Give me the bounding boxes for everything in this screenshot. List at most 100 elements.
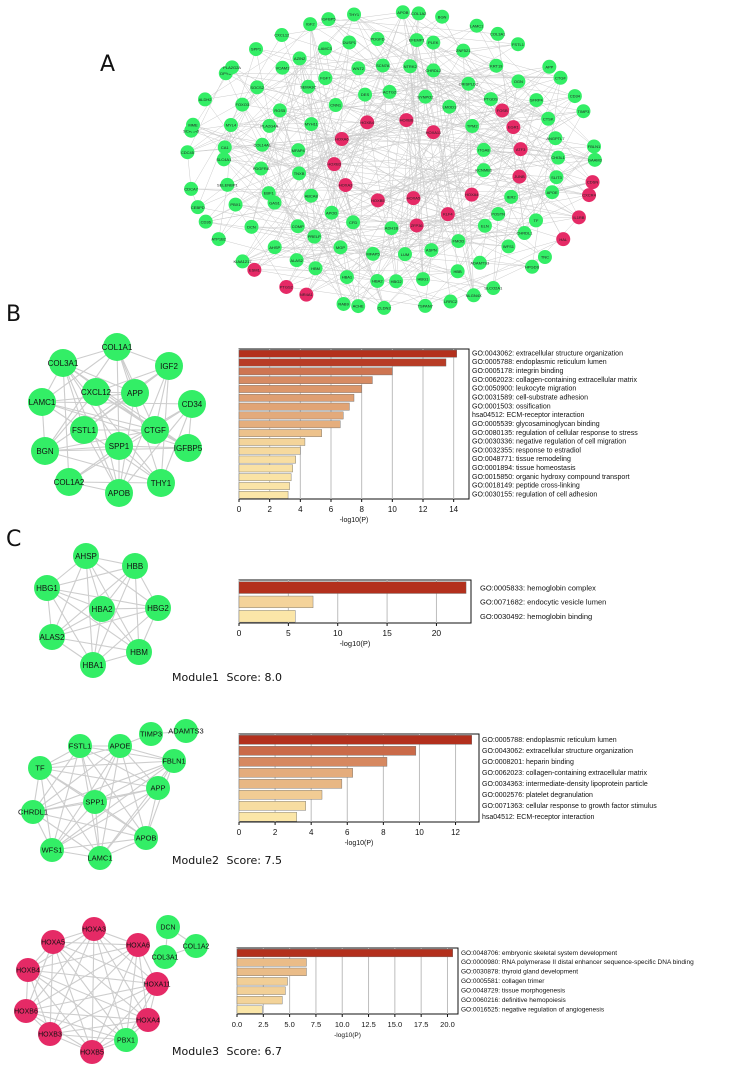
module3-bar-3 — [236, 967, 307, 976]
network-edge — [255, 48, 525, 234]
network-edge — [224, 147, 374, 255]
network-edge — [39, 745, 121, 769]
network-edge — [95, 391, 120, 494]
network-edge — [231, 67, 378, 282]
network-edge — [44, 447, 189, 452]
network-edge — [520, 149, 537, 221]
network-node-hoxa11: HOXA11 — [426, 125, 442, 140]
network-node-gas1: GAS1 — [267, 195, 282, 210]
network-edge — [483, 110, 584, 171]
network-edge — [255, 48, 575, 97]
network-node-kcnmb1: KCNMB1 — [475, 163, 493, 178]
network-edge — [230, 122, 368, 126]
node-circle — [34, 575, 60, 601]
node-label: ADAMTS3 — [168, 727, 203, 736]
network-edge — [416, 40, 474, 296]
node-label: COL3A1 — [48, 359, 79, 368]
node-label: TNXB — [294, 171, 305, 176]
network-edge — [377, 148, 521, 201]
network-edge — [191, 96, 426, 131]
network-edge — [493, 213, 499, 289]
network-edge — [116, 346, 170, 367]
module3-tick-label: 20.0 — [440, 1020, 455, 1029]
network-node-tf: TF — [529, 213, 544, 228]
network-edge — [457, 99, 537, 272]
node-label: PLEK — [428, 40, 439, 45]
network-edge — [41, 362, 64, 403]
network-edge — [41, 401, 193, 405]
network-edge — [137, 944, 158, 985]
network-node-igf2: IGF2 — [155, 352, 183, 380]
node-circle — [321, 12, 336, 27]
node-circle — [139, 722, 163, 746]
node-label: FOXO3 — [236, 102, 250, 107]
network-edge — [345, 184, 509, 247]
module2-bar-6 — [238, 790, 323, 800]
network-node-wfs1: WFS1 — [40, 838, 64, 862]
network-node-apoe: APOE — [108, 734, 132, 758]
network-edge — [116, 346, 136, 394]
node-circle — [38, 1022, 62, 1046]
node-circle — [147, 469, 175, 497]
node-circle — [198, 214, 213, 229]
network-edge — [223, 87, 258, 160]
network-edge — [62, 362, 136, 394]
panel-b-bar-6 — [238, 393, 355, 402]
network-node-chi3l1: CHI3L1 — [551, 150, 566, 165]
network-node-lum: LUM — [397, 247, 412, 262]
network-edge — [52, 941, 127, 1041]
panel-b-bar-13 — [238, 455, 296, 464]
network-edge — [404, 42, 434, 255]
module2-tick-label: 6 — [345, 828, 350, 837]
network-edge — [402, 12, 426, 97]
network-edge — [46, 587, 103, 610]
network-edge — [91, 983, 158, 1053]
network-edge — [225, 73, 561, 79]
network-edge — [51, 555, 87, 638]
node-circle — [292, 166, 307, 181]
node-label: HOXA5 — [41, 939, 65, 946]
panel-b-bar-4 — [238, 376, 373, 384]
network-edge — [391, 227, 424, 280]
node-circle — [184, 123, 199, 138]
node-circle — [146, 776, 170, 800]
node-label: TIMP3 — [140, 730, 162, 739]
network-edge — [299, 173, 579, 218]
network-edge — [99, 837, 147, 859]
node-circle — [529, 213, 544, 228]
node-label: ATF3 — [516, 147, 526, 152]
network-node-bgn: BGN — [31, 437, 59, 465]
module2-tick-label: 2 — [273, 828, 278, 837]
node-circle — [347, 7, 362, 22]
node-circle — [328, 98, 343, 113]
node-label: CDCA7 — [184, 187, 198, 192]
module1-category-label-3: GO:0030492: hemoglobin binding — [480, 612, 592, 621]
network-edge — [325, 77, 580, 218]
node-circle — [272, 103, 287, 118]
node-circle — [409, 218, 424, 233]
network-edge — [39, 767, 53, 851]
node-circle — [339, 270, 354, 285]
network-edge — [345, 70, 434, 186]
network-edge — [251, 226, 525, 234]
network-node-spp1: SPP1 — [83, 790, 107, 814]
module2-tick-label: 0 — [237, 828, 242, 837]
network-edge — [463, 50, 557, 178]
network-edge — [364, 94, 559, 158]
module3-tick-label: 2.5 — [258, 1020, 268, 1029]
node-circle — [426, 63, 441, 78]
network-edge — [257, 87, 595, 161]
network-edge — [25, 969, 29, 1012]
node-circle — [333, 240, 348, 255]
network-node-wfs1: WFS1 — [501, 239, 516, 254]
network-edge — [32, 811, 101, 859]
network-edge — [260, 68, 359, 169]
network-edge — [192, 124, 564, 240]
module3-category-label-2: GO:0000980: RNA polymerase II distal enh… — [461, 959, 694, 966]
node-label: CDSN — [587, 180, 598, 185]
module3-bar-5 — [236, 986, 286, 995]
network-edge — [46, 587, 53, 638]
network-edge — [49, 944, 139, 1035]
network-edge — [286, 286, 426, 307]
